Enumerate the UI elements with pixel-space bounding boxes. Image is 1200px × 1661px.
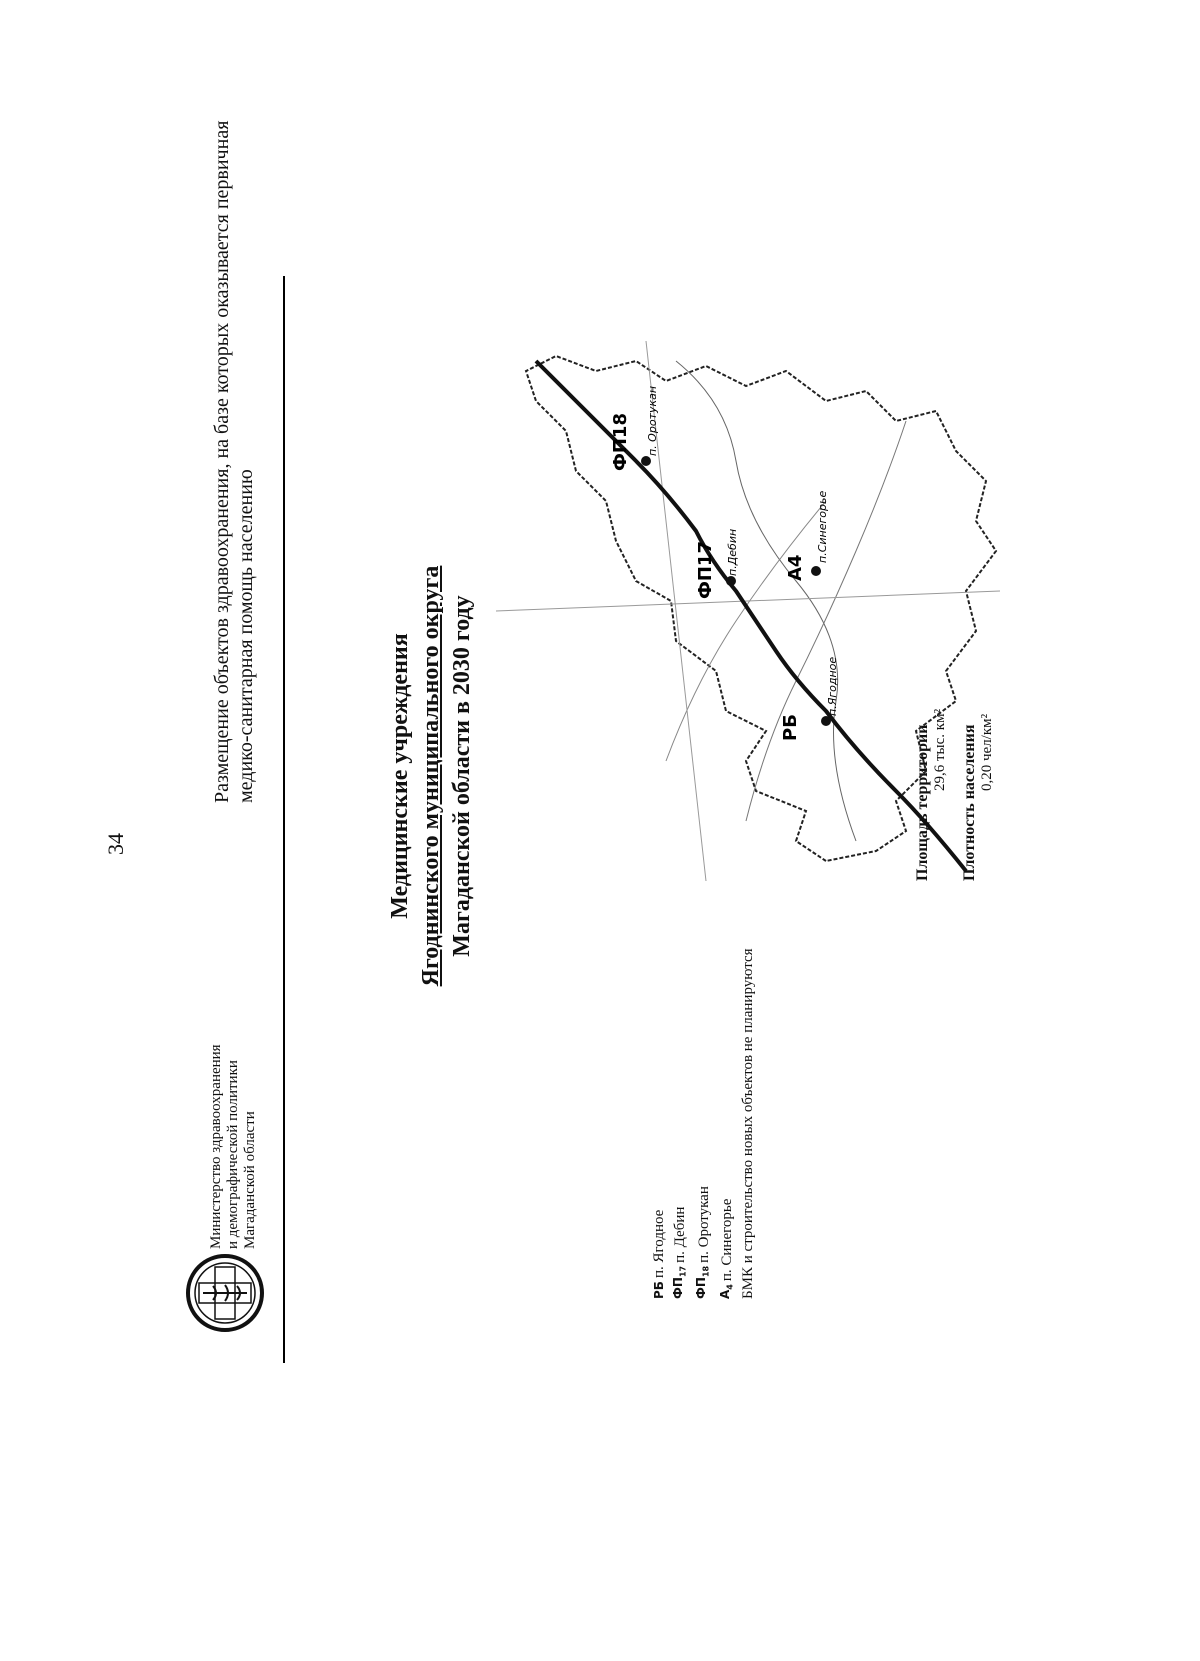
map-label-debin: п.Дебин <box>726 529 739 576</box>
map-label-fp17: ФП17 <box>695 541 716 599</box>
map-label-fp18: ФП18 <box>610 413 631 471</box>
legend-place: п. Дебин <box>672 1206 689 1263</box>
district-map: РБ п.Ягодное ФП17 п.Дебин ФП18 п. Оротук… <box>496 341 1000 881</box>
ministry-line: и демографической политики <box>225 1060 241 1249</box>
ministry-line: Министерство здравоохранения <box>208 1044 224 1249</box>
header-divider <box>283 276 285 1363</box>
legend-code: ФП17 <box>671 1265 688 1299</box>
legend-code: А4 <box>717 1284 735 1299</box>
main-road <box>534 359 968 873</box>
map-label-a4: А4 <box>785 555 806 581</box>
legend-code: РБ <box>652 1281 666 1299</box>
title-line: Медицинские учреждения <box>387 633 413 919</box>
ministry-line: Магаданской области <box>242 1111 258 1249</box>
map-label-rb: РБ <box>780 714 801 741</box>
ministry-emblem-icon <box>186 1254 264 1332</box>
ministry-name: Министерство здравоохранения и демографи… <box>208 899 259 1249</box>
header-description: Размещение объектов здравоохранения, на … <box>211 120 257 803</box>
title-line: Ягоднинского муниципального округа <box>418 565 444 987</box>
map-title: Медицинские учреждения Ягоднинского муни… <box>385 556 478 996</box>
title-line: Магаданской области в 2030 году <box>449 595 475 957</box>
map-label-yagodnoe: п.Ягодное <box>826 657 839 716</box>
legend-place: п. Синегорье <box>718 1198 735 1282</box>
map-label-sinegorie: п.Синегорье <box>816 491 829 563</box>
district-outline <box>524 354 998 863</box>
legend-place: п. Ягодное <box>651 1209 667 1279</box>
map-label-orotukan: п. Оротукан <box>646 386 659 456</box>
legend-code: ФП18 <box>694 1265 711 1299</box>
legend-place: п. Оротукан <box>695 1186 712 1263</box>
